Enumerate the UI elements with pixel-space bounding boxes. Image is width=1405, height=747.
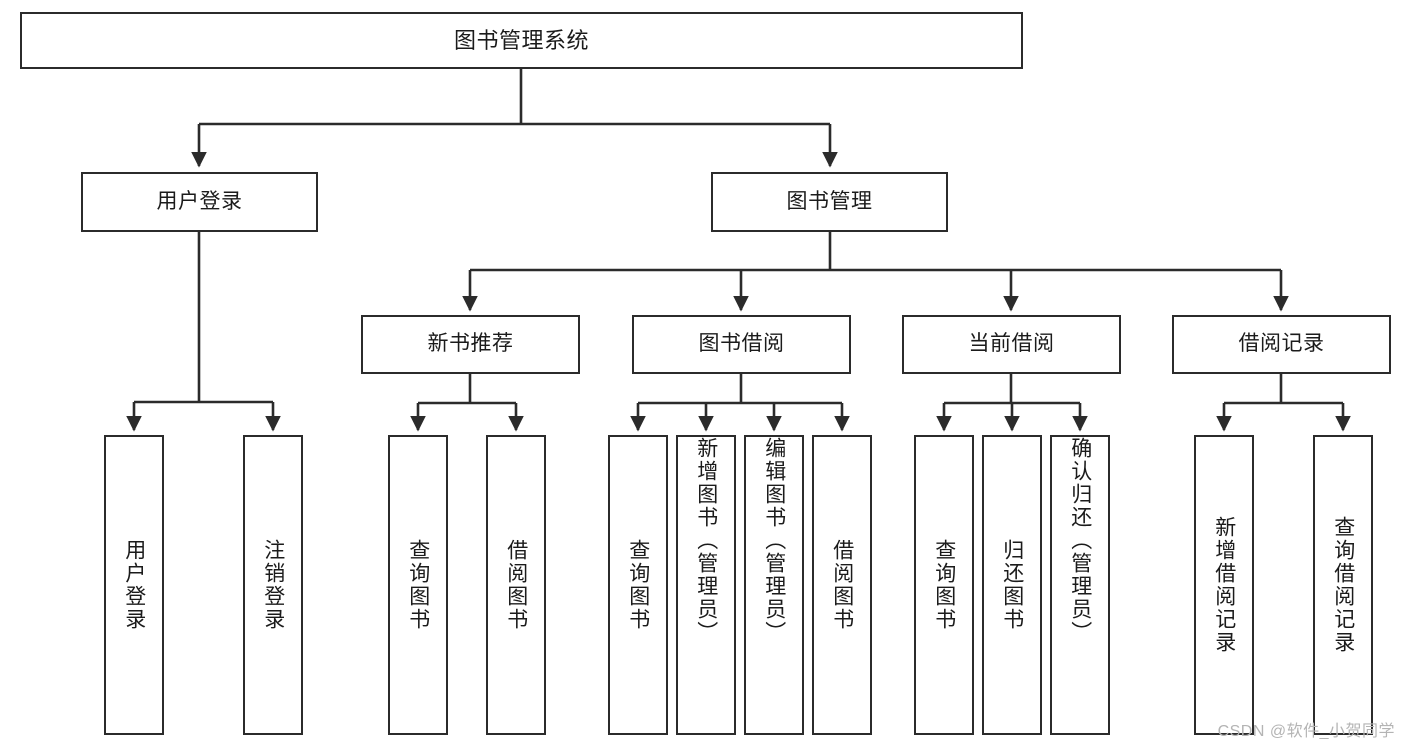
node-book-manage[interactable]: 图书管理 [711,172,948,232]
node-user-login[interactable]: 用户登录 [81,172,318,232]
node-leaf-current-confirm[interactable]: 确认归还（管理员） [1050,435,1110,735]
node-leaf-record-add-label: 新增借阅记录 [1212,516,1236,654]
node-leaf-current-return-label: 归还图书 [1000,539,1024,631]
node-leaf-borrow-edit-label: 编辑图书（管理员） [762,437,786,644]
watermark: CSDN @软件_小贺同学 [1217,723,1395,740]
node-book-borrow-label: 图书借阅 [698,332,785,356]
node-leaf-current-query[interactable]: 查询图书 [914,435,974,735]
node-leaf-borrow-query[interactable]: 查询图书 [608,435,668,735]
node-new-book-rec[interactable]: 新书推荐 [361,315,580,374]
node-leaf-record-query-label: 查询借阅记录 [1331,516,1355,654]
node-leaf-rec-query-label: 查询图书 [406,539,430,631]
node-leaf-rec-borrow-label: 借阅图书 [504,539,528,631]
node-leaf-borrow-add-label: 新增图书（管理员） [694,437,718,644]
node-borrow-record[interactable]: 借阅记录 [1172,315,1391,374]
node-current-borrow[interactable]: 当前借阅 [902,315,1121,374]
node-leaf-user-logout-label: 注销登录 [261,539,285,631]
node-borrow-record-label: 借阅记录 [1238,332,1325,356]
node-book-borrow[interactable]: 图书借阅 [632,315,851,374]
node-leaf-rec-borrow[interactable]: 借阅图书 [486,435,546,735]
node-leaf-rec-query[interactable]: 查询图书 [388,435,448,735]
node-leaf-current-confirm-label: 确认归还（管理员） [1068,437,1092,644]
node-root[interactable]: 图书管理系统 [20,12,1023,69]
node-leaf-current-return[interactable]: 归还图书 [982,435,1042,735]
node-leaf-borrow-add[interactable]: 新增图书（管理员） [676,435,736,735]
node-root-label: 图书管理系统 [453,27,589,53]
node-leaf-borrow-edit[interactable]: 编辑图书（管理员） [744,435,804,735]
node-leaf-borrow-query-label: 查询图书 [626,539,650,631]
node-new-book-rec-label: 新书推荐 [427,332,514,356]
node-leaf-user-login-label: 用户登录 [122,539,146,631]
node-leaf-user-logout[interactable]: 注销登录 [243,435,303,735]
node-leaf-borrow-do[interactable]: 借阅图书 [812,435,872,735]
node-user-login-label: 用户登录 [156,189,243,213]
node-book-manage-label: 图书管理 [786,189,873,213]
node-leaf-user-login[interactable]: 用户登录 [104,435,164,735]
node-current-borrow-label: 当前借阅 [968,332,1055,356]
node-leaf-borrow-do-label: 借阅图书 [830,539,854,631]
node-leaf-current-query-label: 查询图书 [932,539,956,631]
node-leaf-record-query[interactable]: 查询借阅记录 [1313,435,1373,735]
node-leaf-record-add[interactable]: 新增借阅记录 [1194,435,1254,735]
